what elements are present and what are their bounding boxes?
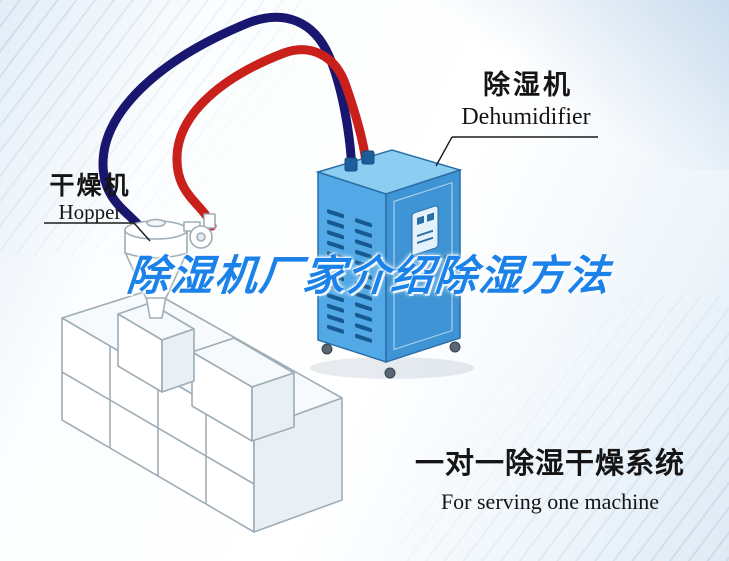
system-caption-zh: 一对一除湿干燥系统 [414,448,685,480]
hose-group [98,12,371,243]
return-air-hose [98,12,357,243]
system-caption-en: For serving one machine [440,489,660,514]
control-panel [411,205,439,256]
hopper-illustration [124,213,216,319]
caster-wheels [321,341,461,379]
dehumidifier-leader [435,136,453,167]
panel-display-line [417,236,433,244]
hose-fittings [344,150,375,172]
hopper-label-en: Hopper [58,200,122,224]
supply-air-hose [172,45,371,231]
leader-lines [44,136,598,242]
panel-button [427,212,434,222]
headline-title: 除湿机厂家介绍除湿方法 [124,252,614,299]
panel-button [417,215,424,225]
hopper-lid-knob [146,218,166,228]
blower-stub [203,213,216,229]
dehumidifier-illustration [310,149,474,379]
panel-seam [61,371,255,485]
hopper-label-zh: 干燥机 [49,172,131,200]
dehumidifier-label-zh: 除湿机 [483,70,573,100]
feed-block-end [161,328,195,393]
panel-display-line [417,229,433,237]
blower-hub [196,232,206,242]
door-handle [444,254,449,273]
extruder-illustration [61,289,343,533]
dehumidifier-label-en: Dehumidifier [461,104,591,130]
door-seam [393,181,453,351]
barrel-end [251,372,295,442]
hopper-leader [133,222,151,242]
